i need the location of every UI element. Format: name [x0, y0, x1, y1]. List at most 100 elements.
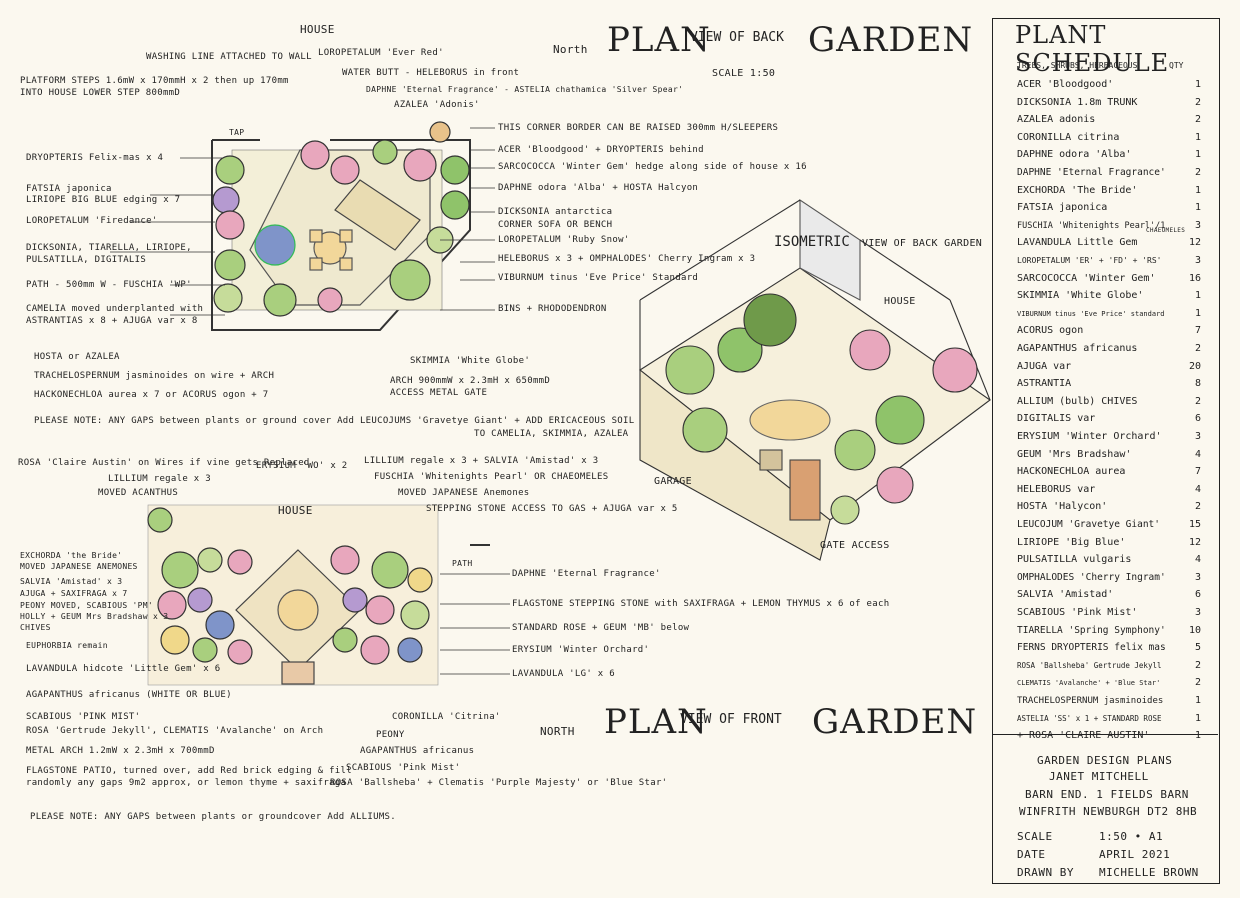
back-label-right: HELEBORUS x 3 + OMPHALODES' Cherry Ingra…	[498, 254, 756, 264]
schedule-plant-qty: 1	[1194, 184, 1201, 196]
schedule-plant-name: OMPHALODES 'Cherry Ingram'	[1017, 571, 1166, 583]
front-label-left: SALVIA 'Amistad' x 3	[20, 577, 123, 586]
tb-address-2: WINFRITH NEWBURGH DT2 8HB	[1019, 805, 1198, 818]
schedule-plant-qty: 7	[1194, 466, 1201, 478]
schedule-row: ASTRANTIA 8	[1017, 376, 1213, 392]
back-garden-plan	[211, 121, 471, 331]
front-label-right: LAVANDULA 'LG' x 6	[512, 669, 615, 679]
front-label-left: PEONY MOVED, SCABIOUS 'PM'	[20, 601, 154, 610]
schedule-row: GEUM 'Mrs Bradshaw'4	[1017, 447, 1213, 463]
schedule-plant-qty: 4	[1194, 554, 1201, 566]
front-label-left: FLAGSTONE PATIO, turned over, add Red br…	[26, 766, 352, 776]
schedule-plant-qty: 4	[1194, 483, 1201, 495]
schedule-plant-name: SALVIA 'Amistad'	[1017, 589, 1114, 601]
schedule-plant-name: LOROPETALUM 'ER' + 'FD' + 'RS'	[1017, 256, 1162, 265]
schedule-plant-name: EXCHORDA 'The Bride'	[1017, 184, 1138, 196]
schedule-plant-name: ACORUS ogon	[1017, 325, 1084, 337]
front-path-label: PATH	[452, 559, 473, 568]
front-label-left: AJUGA + SAXIFRAGA x 7	[20, 589, 128, 598]
schedule-plant-name: HOSTA 'Halycon'	[1017, 501, 1108, 513]
tb-drawn-label: DRAWN BY	[1017, 866, 1074, 879]
front-label-left: LILLIUM regale x 3	[108, 474, 211, 484]
tb-date-value: APRIL 2021	[1099, 848, 1171, 861]
schedule-plant-name: ASTRANTIA	[1017, 378, 1072, 390]
schedule-plant-name: FUSCHIA 'Whitenights Pearl'/1	[1017, 220, 1166, 231]
back-title-view: VIEW OF BACK	[690, 30, 784, 45]
schedule-plant-qty: 15	[1188, 519, 1201, 530]
schedule-plant-qty: 1	[1194, 712, 1201, 724]
schedule-row: PULSATILLA vulgaris 4	[1017, 552, 1213, 568]
schedule-qty-header: QTY	[1169, 61, 1184, 70]
schedule-plant-name: FATSIA japonica	[1017, 202, 1108, 214]
front-label-left: SCABIOUS 'PINK MIST'	[26, 712, 141, 722]
leader-lines	[110, 127, 510, 675]
schedule-row: LOROPETALUM 'ER' + 'FD' + 'RS'3	[1017, 253, 1213, 269]
iso-house-label: HOUSE	[884, 296, 916, 307]
back-label-right: BINS + RHODODENDRON	[498, 304, 607, 314]
front-label-left: ROSA 'Claire Austin' on Wires if vine ge…	[18, 458, 310, 468]
schedule-plant-name: TIARELLA 'Spring Symphony'	[1017, 624, 1166, 636]
schedule-plant-name: FERNS DRYOPTERIS felix mas	[1017, 642, 1166, 654]
front-north-label: NORTH	[540, 725, 575, 738]
schedule-plant-qty: 10	[1188, 624, 1201, 636]
schedule-plant-name: DICKSONIA 1.8m TRUNK	[1017, 96, 1138, 108]
back-label-right: ACCESS METAL GATE	[390, 388, 488, 398]
schedule-plant-name: ALLIUM (bulb) CHIVES	[1017, 395, 1138, 407]
back-label-left: INTO HOUSE LOWER STEP 800mmD	[20, 88, 181, 98]
schedule-header: TREES, SHRUBS, HERBACEOUS	[1017, 61, 1138, 70]
tb-client: JANET MITCHELL	[1049, 770, 1149, 783]
schedule-row: SKIMMIA 'White Globe'1	[1017, 288, 1213, 304]
front-title-plan: PLAN	[604, 702, 708, 742]
back-label-top: WASHING LINE ATTACHED TO WALL	[146, 52, 312, 62]
schedule-plant-name: VIBURNUM tinus 'Eve Price' standard	[1017, 309, 1165, 318]
schedule-plant-name: PULSATILLA vulgaris	[1017, 554, 1132, 566]
back-label-top: AZALEA 'Adonis'	[394, 100, 480, 110]
schedule-plant-qty: 7	[1194, 325, 1201, 337]
schedule-plant-name: CORONILLA citrina	[1017, 131, 1120, 143]
back-label-right: DAPHNE odora 'Alba' + HOSTA Halcyon	[498, 183, 699, 193]
schedule-plant-name: LIRIOPE 'Big Blue'	[1017, 536, 1126, 548]
schedule-row: ACORUS ogon 7	[1017, 323, 1213, 339]
schedule-row: SCABIOUS 'Pink Mist'3	[1017, 605, 1213, 621]
iso-subtitle: VIEW OF BACK GARDEN	[862, 238, 983, 249]
front-label-right: ERYSIUM 'Winter Orchard'	[512, 645, 650, 655]
front-label-top: LILLIUM regale x 3 + SALVIA 'Amistad' x …	[364, 456, 599, 466]
back-label-right: VIBURNUM tinus 'Eve Price' Standard	[498, 273, 699, 283]
schedule-plant-qty: 8	[1194, 378, 1201, 390]
schedule-plant-qty: 1	[1194, 149, 1201, 161]
schedule-row: ACER 'Bloodgood'1	[1017, 77, 1213, 93]
schedule-plant-name: LEUCOJUM 'Gravetye Giant'	[1017, 519, 1160, 530]
plant-schedule: PLANT SCHEDULE TREES, SHRUBS, HERBACEOUS…	[992, 18, 1220, 884]
tb-scale-label: SCALE	[1017, 830, 1053, 843]
front-label-left: HOLLY + GEUM Mrs Bradshaw x 3	[20, 612, 169, 621]
schedule-plant-name: TRACHELOSPERNUM jasminoides	[1017, 696, 1164, 706]
schedule-row: DAPHNE 'Eternal Fragrance'2	[1017, 165, 1213, 181]
back-label-right: SKIMMIA 'White Globe'	[410, 356, 531, 366]
front-note: PLEASE NOTE: ANY GAPS between plants or …	[30, 812, 396, 822]
front-label-right: PEONY	[376, 730, 405, 740]
schedule-row: SALVIA 'Amistad'6	[1017, 587, 1213, 603]
schedule-plant-qty: 3	[1194, 219, 1201, 231]
schedule-plant-name: AGAPANTHUS africanus	[1017, 343, 1138, 354]
schedule-plant-qty: 2	[1194, 114, 1201, 126]
tb-drawn-value: MICHELLE BROWN	[1099, 866, 1199, 879]
schedule-plant-qty: 1	[1194, 695, 1201, 706]
schedule-plant-qty: 20	[1188, 360, 1201, 372]
front-label-right: ROSA 'Ballsheba' + Clematis 'Purple Maje…	[330, 778, 668, 788]
back-label-right: DICKSONIA antarctica	[498, 207, 613, 217]
schedule-plant-name: SARCOCOCCA 'Winter Gem'	[1017, 272, 1156, 284]
schedule-plant-qty: 2	[1194, 96, 1201, 108]
schedule-plant-qty: 1	[1194, 290, 1201, 302]
front-label-left: AGAPANTHUS africanus (WHITE OR BLUE)	[26, 690, 232, 700]
back-label-right: SARCOCOCCA 'Winter Gem' hedge along side…	[498, 162, 807, 172]
front-label-left: CHIVES	[20, 623, 51, 632]
schedule-plant-name: AZALEA adonis	[1017, 114, 1096, 126]
